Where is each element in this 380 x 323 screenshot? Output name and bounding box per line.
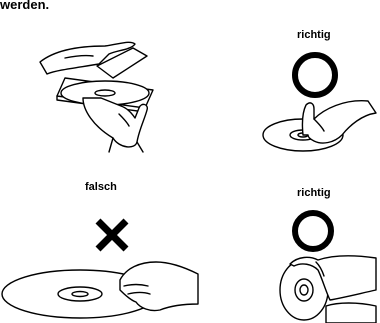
circle-correct-icon: [290, 50, 340, 100]
illustration-wrong-grip-disc-surface: [0, 254, 200, 323]
label-wrong: falsch: [85, 181, 117, 193]
label-correct-top: richtig: [297, 29, 331, 41]
illustration-hold-disc-center-hole: [258, 95, 378, 160]
cross-wrong-icon: [95, 218, 129, 252]
illustration-hold-disc-by-edge: [268, 248, 380, 323]
intro-text: werden.: [0, 0, 49, 12]
label-correct-bottom: richtig: [297, 187, 331, 199]
illustration-remove-disc-from-case: [35, 38, 175, 153]
